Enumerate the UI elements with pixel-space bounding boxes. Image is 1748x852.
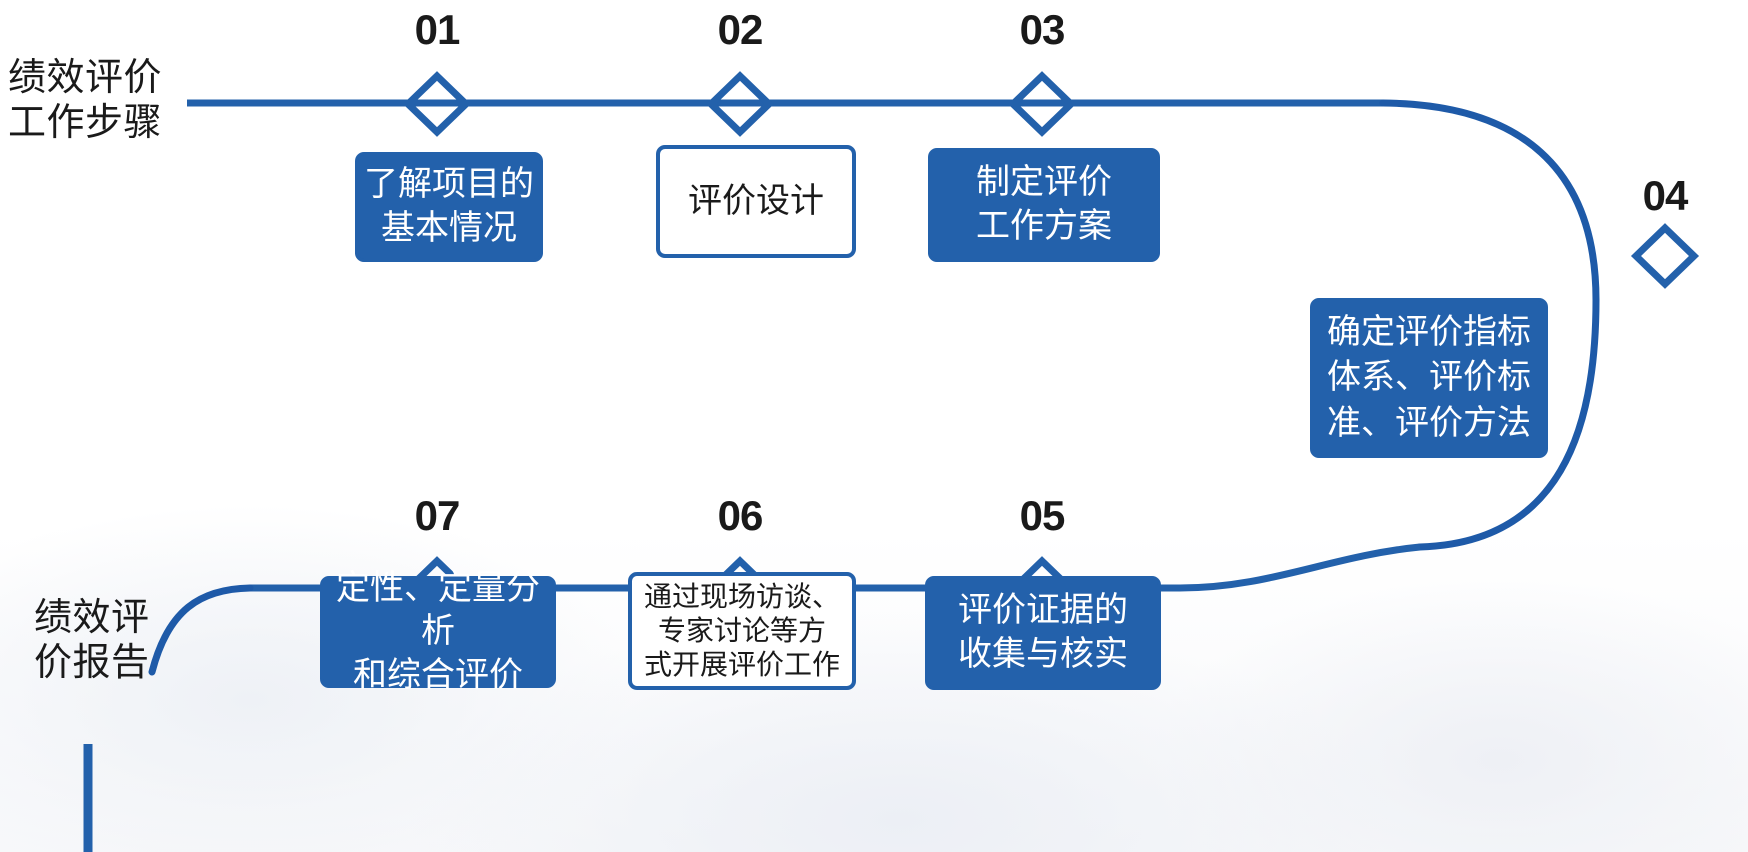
diamond-node-02: [705, 71, 775, 137]
step-number-07: 07: [414, 492, 461, 539]
right-turn-curve: [1379, 99, 1600, 304]
track-label-bottom: 绩效评 价报告: [34, 597, 150, 684]
step-number-04: 04: [1642, 172, 1689, 219]
diamond-node-03: [1007, 71, 1077, 137]
step-number-05: 05: [1019, 492, 1066, 539]
step-box-05[interactable]: 评价证据的 收集与核实: [925, 576, 1161, 690]
step-number-01: 01: [414, 6, 461, 53]
step-number-03: 03: [1019, 6, 1066, 53]
step-box-07[interactable]: 定性、定量分析 和综合评价: [320, 569, 556, 694]
diamond-node-01: [402, 71, 472, 137]
step-box-03[interactable]: 制定评价 工作方案: [928, 148, 1160, 262]
step-number-06: 06: [717, 492, 764, 539]
bottom-track-line: [250, 543, 1421, 592]
step-box-06[interactable]: 通过现场访谈、 专家讨论等方 式开展评价工作: [628, 572, 856, 690]
diamond-node-04: [1630, 223, 1700, 289]
right-turn-curve-lower: [1416, 296, 1600, 551]
bottom-left-curve: [148, 584, 254, 676]
step-number-02: 02: [717, 6, 764, 53]
step-box-02[interactable]: 评价设计: [656, 145, 856, 258]
step-box-04[interactable]: 确定评价指标 体系、评价标 准、评价方法: [1310, 298, 1548, 458]
step-box-01[interactable]: 了解项目的 基本情况: [355, 152, 543, 262]
track-label-top: 绩效评价 工作步骤: [8, 57, 163, 144]
